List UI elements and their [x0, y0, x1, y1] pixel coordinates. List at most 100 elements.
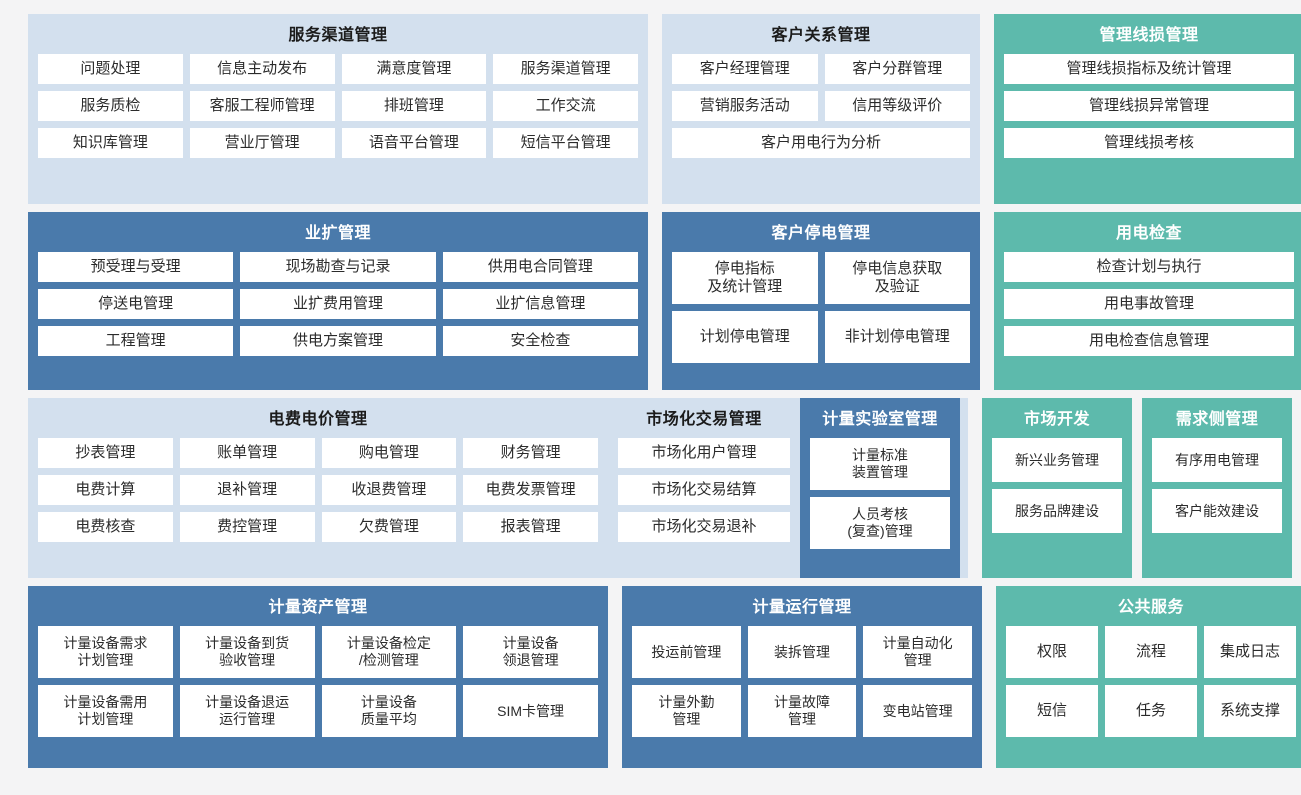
module-button[interactable]: 变电站管理 — [863, 685, 972, 737]
module-button[interactable]: 电费核查 — [38, 512, 173, 542]
module-button[interactable]: 安全检查 — [442, 326, 638, 356]
module-button[interactable]: 语音平台管理 — [341, 128, 487, 158]
module-button[interactable]: 服务质检 — [38, 91, 183, 121]
module-button[interactable]: 管理线损异常管理 — [1004, 91, 1294, 121]
module-button[interactable]: 费控管理 — [179, 512, 315, 542]
module-button[interactable]: 供电方案管理 — [240, 326, 436, 356]
module-button[interactable]: 管理线损考核 — [1004, 128, 1294, 158]
panel-market-development[interactable]: 市场开发 新兴业务管理 服务品牌建设 — [982, 398, 1132, 578]
spacer — [648, 212, 662, 390]
module-button[interactable]: 短信平台管理 — [493, 128, 638, 158]
module-button[interactable]: 信用等级评价 — [824, 91, 970, 121]
panel-demand-side-management[interactable]: 需求侧管理 有序用电管理 客户能效建设 — [1142, 398, 1292, 578]
module-button[interactable]: 系统支撑 — [1204, 685, 1296, 737]
module-button[interactable]: 知识库管理 — [38, 128, 183, 158]
module-button[interactable]: 管理线损指标及统计管理 — [1004, 54, 1294, 84]
module-button[interactable]: 停送电管理 — [38, 289, 234, 319]
module-button[interactable]: 报表管理 — [463, 512, 598, 542]
module-button[interactable]: 装拆管理 — [747, 626, 857, 678]
module-button[interactable]: 退补管理 — [179, 475, 315, 505]
module-button[interactable]: 计量设备退运 运行管理 — [179, 685, 315, 737]
module-button[interactable]: 计量设备需用 计划管理 — [38, 685, 173, 737]
module-button[interactable]: 投运前管理 — [632, 626, 741, 678]
module-button[interactable]: 计量设备检定 /检测管理 — [321, 626, 457, 678]
module-button[interactable]: 营销服务活动 — [672, 91, 818, 121]
panel-metering-operation-management[interactable]: 计量运行管理 投运前管理 装拆管理 计量自动化 管理 计量外勤 管理 计量故障 … — [622, 586, 982, 768]
module-button[interactable]: 业扩费用管理 — [240, 289, 436, 319]
module-button[interactable]: 计量设备 领退管理 — [463, 626, 598, 678]
module-button[interactable]: 市场化交易退补 — [618, 512, 790, 542]
module-button[interactable]: 预受理与受理 — [38, 252, 234, 282]
module-button[interactable]: 供用电合同管理 — [442, 252, 638, 282]
panel-market-transaction-management[interactable]: 市场化交易管理 市场化用户管理 市场化交易结算 市场化交易退补 — [608, 398, 800, 578]
panel-title: 市场开发 — [1023, 411, 1090, 428]
panel-power-use-inspection[interactable]: 用电检查 检查计划与执行 用电事故管理 用电检查信息管理 — [994, 212, 1301, 390]
panel-title: 电费电价管理 — [268, 411, 368, 428]
module-button[interactable]: 财务管理 — [463, 438, 598, 468]
panel-title: 服务渠道管理 — [288, 27, 388, 44]
panel-metering-asset-management[interactable]: 计量资产管理 计量设备需求 计划管理 计量设备到货 验收管理 计量设备检定 /检… — [28, 586, 608, 768]
module-button[interactable]: 购电管理 — [321, 438, 457, 468]
module-button[interactable]: 问题处理 — [38, 54, 183, 84]
module-button[interactable]: 计量故障 管理 — [747, 685, 857, 737]
panel-customer-relationship-management[interactable]: 客户关系管理 客户经理管理 客户分群管理 营销服务活动 信用等级评价 客户用电行… — [662, 14, 980, 204]
module-button[interactable]: SIM卡管理 — [463, 685, 598, 737]
module-button[interactable]: 客户能效建设 — [1152, 489, 1282, 533]
panel-management-line-loss[interactable]: 管理线损管理 管理线损指标及统计管理 管理线损异常管理 管理线损考核 — [994, 14, 1301, 204]
panel-electricity-fee-price-management[interactable]: 电费电价管理 抄表管理 账单管理 购电管理 财务管理 电费计算 退补管理 收退费… — [28, 398, 608, 578]
panel-service-channel-management[interactable]: 服务渠道管理 问题处理 信息主动发布 满意度管理 服务渠道管理 服务质检 客服工… — [28, 14, 648, 204]
module-button[interactable]: 账单管理 — [179, 438, 315, 468]
panel-grid: 检查计划与执行 用电事故管理 用电检查信息管理 — [1004, 252, 1294, 378]
module-button[interactable]: 计量自动化 管理 — [863, 626, 972, 678]
module-button[interactable]: 计量设备到货 验收管理 — [179, 626, 315, 678]
module-button[interactable]: 现场勘查与记录 — [240, 252, 436, 282]
module-button[interactable]: 满意度管理 — [341, 54, 487, 84]
module-button[interactable]: 计量设备 质量平均 — [321, 685, 457, 737]
module-button[interactable]: 抄表管理 — [38, 438, 173, 468]
panel-business-expansion-management[interactable]: 业扩管理 预受理与受理 现场勘查与记录 供用电合同管理 停送电管理 业扩费用管理… — [28, 212, 648, 390]
module-button[interactable]: 工程管理 — [38, 326, 234, 356]
panel-metering-laboratory-management[interactable]: 计量实验室管理 计量标准 装置管理 人员考核 (复查)管理 — [800, 398, 960, 578]
module-button[interactable]: 停电信息获取 及验证 — [824, 252, 970, 304]
module-button[interactable]: 任务 — [1105, 685, 1197, 737]
module-button[interactable]: 工作交流 — [493, 91, 638, 121]
panel-row-2: 业扩管理 预受理与受理 现场勘查与记录 供用电合同管理 停送电管理 业扩费用管理… — [28, 212, 1301, 390]
module-button[interactable]: 检查计划与执行 — [1004, 252, 1294, 282]
module-button[interactable]: 客服工程师管理 — [189, 91, 335, 121]
panel-customer-outage-management[interactable]: 客户停电管理 停电指标 及统计管理 停电信息获取 及验证 计划停电管理 非计划停… — [662, 212, 980, 390]
module-button[interactable]: 客户用电行为分析 — [672, 128, 970, 158]
module-button[interactable]: 电费发票管理 — [463, 475, 598, 505]
module-button[interactable]: 市场化交易结算 — [618, 475, 790, 505]
module-button[interactable]: 欠费管理 — [321, 512, 457, 542]
module-button[interactable]: 用电事故管理 — [1004, 289, 1294, 319]
module-button[interactable]: 服务品牌建设 — [992, 489, 1122, 533]
module-button[interactable]: 信息主动发布 — [189, 54, 335, 84]
module-button[interactable]: 短信 — [1006, 685, 1098, 737]
module-button[interactable]: 用电检查信息管理 — [1004, 326, 1294, 356]
module-button[interactable]: 服务渠道管理 — [493, 54, 638, 84]
module-button[interactable]: 停电指标 及统计管理 — [672, 252, 818, 304]
module-button[interactable]: 营业厅管理 — [189, 128, 335, 158]
module-button[interactable]: 市场化用户管理 — [618, 438, 790, 468]
module-button[interactable]: 非计划停电管理 — [824, 311, 970, 363]
module-button[interactable]: 计划停电管理 — [672, 311, 818, 363]
module-button[interactable]: 客户分群管理 — [824, 54, 970, 84]
panel-row-4: 计量资产管理 计量设备需求 计划管理 计量设备到货 验收管理 计量设备检定 /检… — [28, 586, 1301, 768]
module-button[interactable]: 计量外勤 管理 — [632, 685, 741, 737]
module-button[interactable]: 收退费管理 — [321, 475, 457, 505]
module-button[interactable]: 新兴业务管理 — [992, 438, 1122, 482]
module-button[interactable]: 业扩信息管理 — [442, 289, 638, 319]
panel-title: 需求侧管理 — [1175, 411, 1259, 428]
module-button[interactable]: 电费计算 — [38, 475, 173, 505]
module-button[interactable]: 计量设备需求 计划管理 — [38, 626, 173, 678]
module-button[interactable]: 流程 — [1105, 626, 1197, 678]
panel-public-service[interactable]: 公共服务 权限 流程 集成日志 短信 任务 系统支撑 — [996, 586, 1301, 768]
module-button[interactable]: 有序用电管理 — [1152, 438, 1282, 482]
module-button[interactable]: 排班管理 — [341, 91, 487, 121]
module-button[interactable]: 权限 — [1006, 626, 1098, 678]
module-button[interactable]: 集成日志 — [1204, 626, 1296, 678]
module-button[interactable]: 客户经理管理 — [672, 54, 818, 84]
module-button[interactable]: 计量标准 装置管理 — [810, 438, 950, 490]
module-button[interactable]: 人员考核 (复查)管理 — [810, 497, 950, 549]
panel-title: 用电检查 — [1115, 225, 1182, 242]
